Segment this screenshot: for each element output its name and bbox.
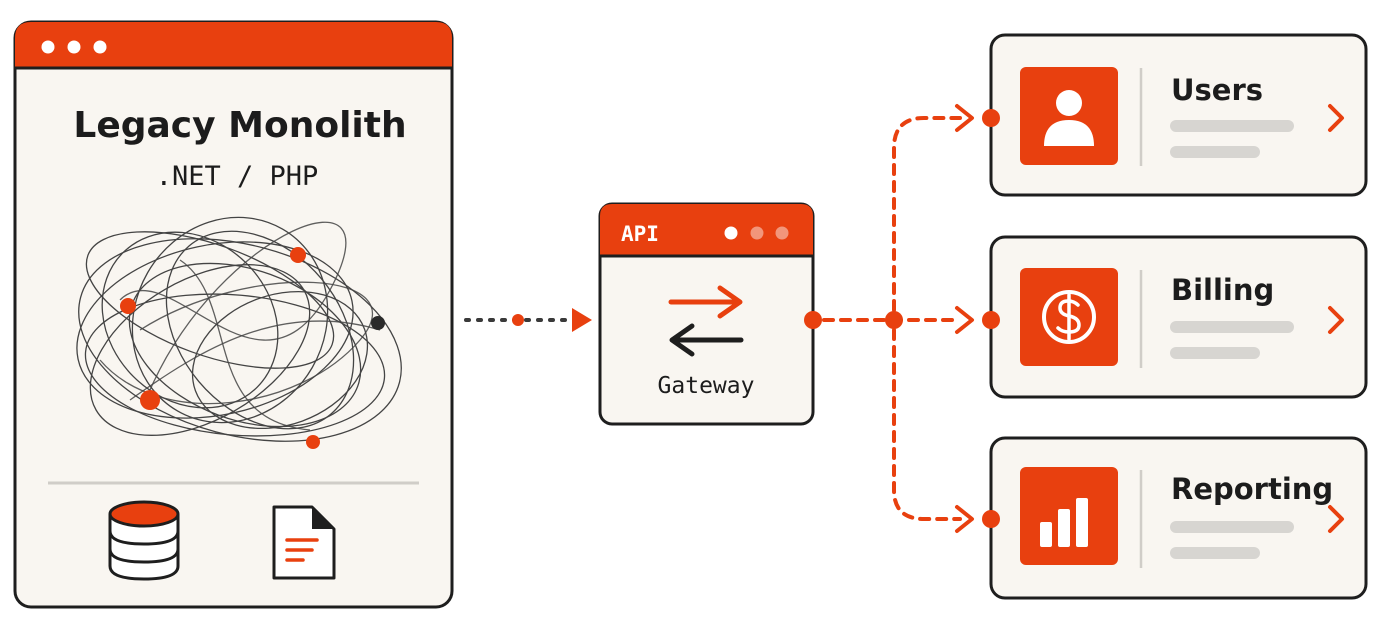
gateway-title-bar [600,204,813,256]
gateway-dot-2 [750,226,764,240]
users-chevron-right-icon[interactable] [1328,104,1344,132]
monolith-window: Legacy Monolith .NET / PHP [13,20,454,609]
reporting-placeholder-line-1 [1170,521,1294,533]
users-connector-line [892,116,962,312]
billing-arrow-icon [955,306,974,334]
gateway-api-tag: API [621,222,659,246]
users-placeholder-line-2 [1170,146,1260,158]
swap-arrows-icon [668,285,744,357]
gateway-window: API Gateway [598,202,815,426]
service-name-billing: Billing [1171,273,1274,307]
monolith-subtitle: .NET / PHP [156,161,319,192]
arrow-head-icon [572,308,592,332]
users-arrow-icon [955,104,974,132]
gateway-dot-1 [724,226,738,240]
users-in-port [982,109,1000,127]
billing-placeholder-line-1 [1170,321,1294,333]
user-icon [1044,90,1094,146]
branch-junction-dot [885,311,903,329]
monolith-to-gateway-connector [464,308,592,332]
service-card-users[interactable]: Users [982,33,1368,197]
service-card-billing[interactable]: Billing [982,235,1368,399]
monolith-title: Legacy Monolith [73,105,406,146]
gateway-label: Gateway [658,373,755,399]
window-dot-2 [67,40,81,54]
reporting-in-port [982,510,1000,528]
window-dot-3 [93,40,107,54]
database-icon [108,500,180,581]
service-card-reporting[interactable]: Reporting [982,436,1368,600]
document-icon [272,505,336,580]
users-placeholder-line-1 [1170,120,1294,132]
reporting-connector-line [892,328,962,521]
connector-dot [512,314,524,326]
bar-chart-icon [1040,498,1088,547]
reporting-arrow-icon [955,505,974,533]
reporting-placeholder-line-2 [1170,547,1260,559]
monolith-title-bar [15,22,452,68]
gateway-out-port [804,311,822,329]
reporting-chevron-right-icon[interactable] [1328,505,1344,533]
gateway-dot-3 [775,226,789,240]
window-dot-1 [41,40,55,54]
dollar-icon [1042,290,1096,344]
billing-chevron-right-icon[interactable] [1328,306,1344,334]
service-name-users: Users [1171,73,1263,107]
service-name-reporting: Reporting [1171,472,1333,506]
billing-placeholder-line-2 [1170,347,1260,359]
spaghetti-tangle-icon [76,216,402,449]
gateway-to-services-connectors [804,104,974,533]
billing-in-port [982,311,1000,329]
